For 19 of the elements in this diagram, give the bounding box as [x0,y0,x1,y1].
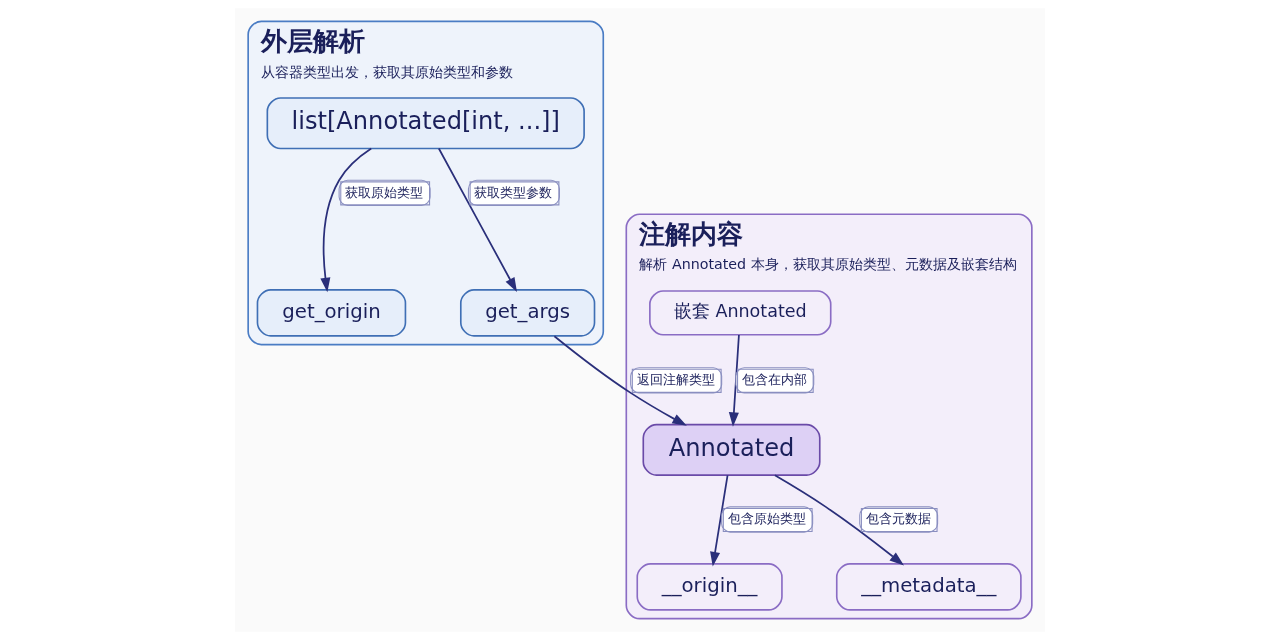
edge-label: 包含原始类型 [727,511,806,527]
arrow [774,474,904,566]
arrow [710,474,729,567]
edge-label: 包含在内部 [741,372,807,388]
node-box: get_origin [256,289,407,337]
node-box: __origin__ [636,563,783,611]
arrow [728,334,740,427]
arrow [553,335,687,426]
node-box: __metadata__ [835,563,1022,611]
node-box: get_args [459,289,596,337]
arrow [320,147,373,293]
node-box: Annotated [642,423,821,476]
edge-label: 包含元数据 [865,511,931,527]
arrow [437,147,517,293]
edge-label: 返回注解类型 [636,372,715,388]
node-box: list[Annotated[int, ...]] [266,97,585,150]
edge-label: 获取类型参数 [474,184,553,200]
edge-label: 获取原始类型 [345,184,424,200]
node-box: 嵌套 Annotated [649,290,832,336]
